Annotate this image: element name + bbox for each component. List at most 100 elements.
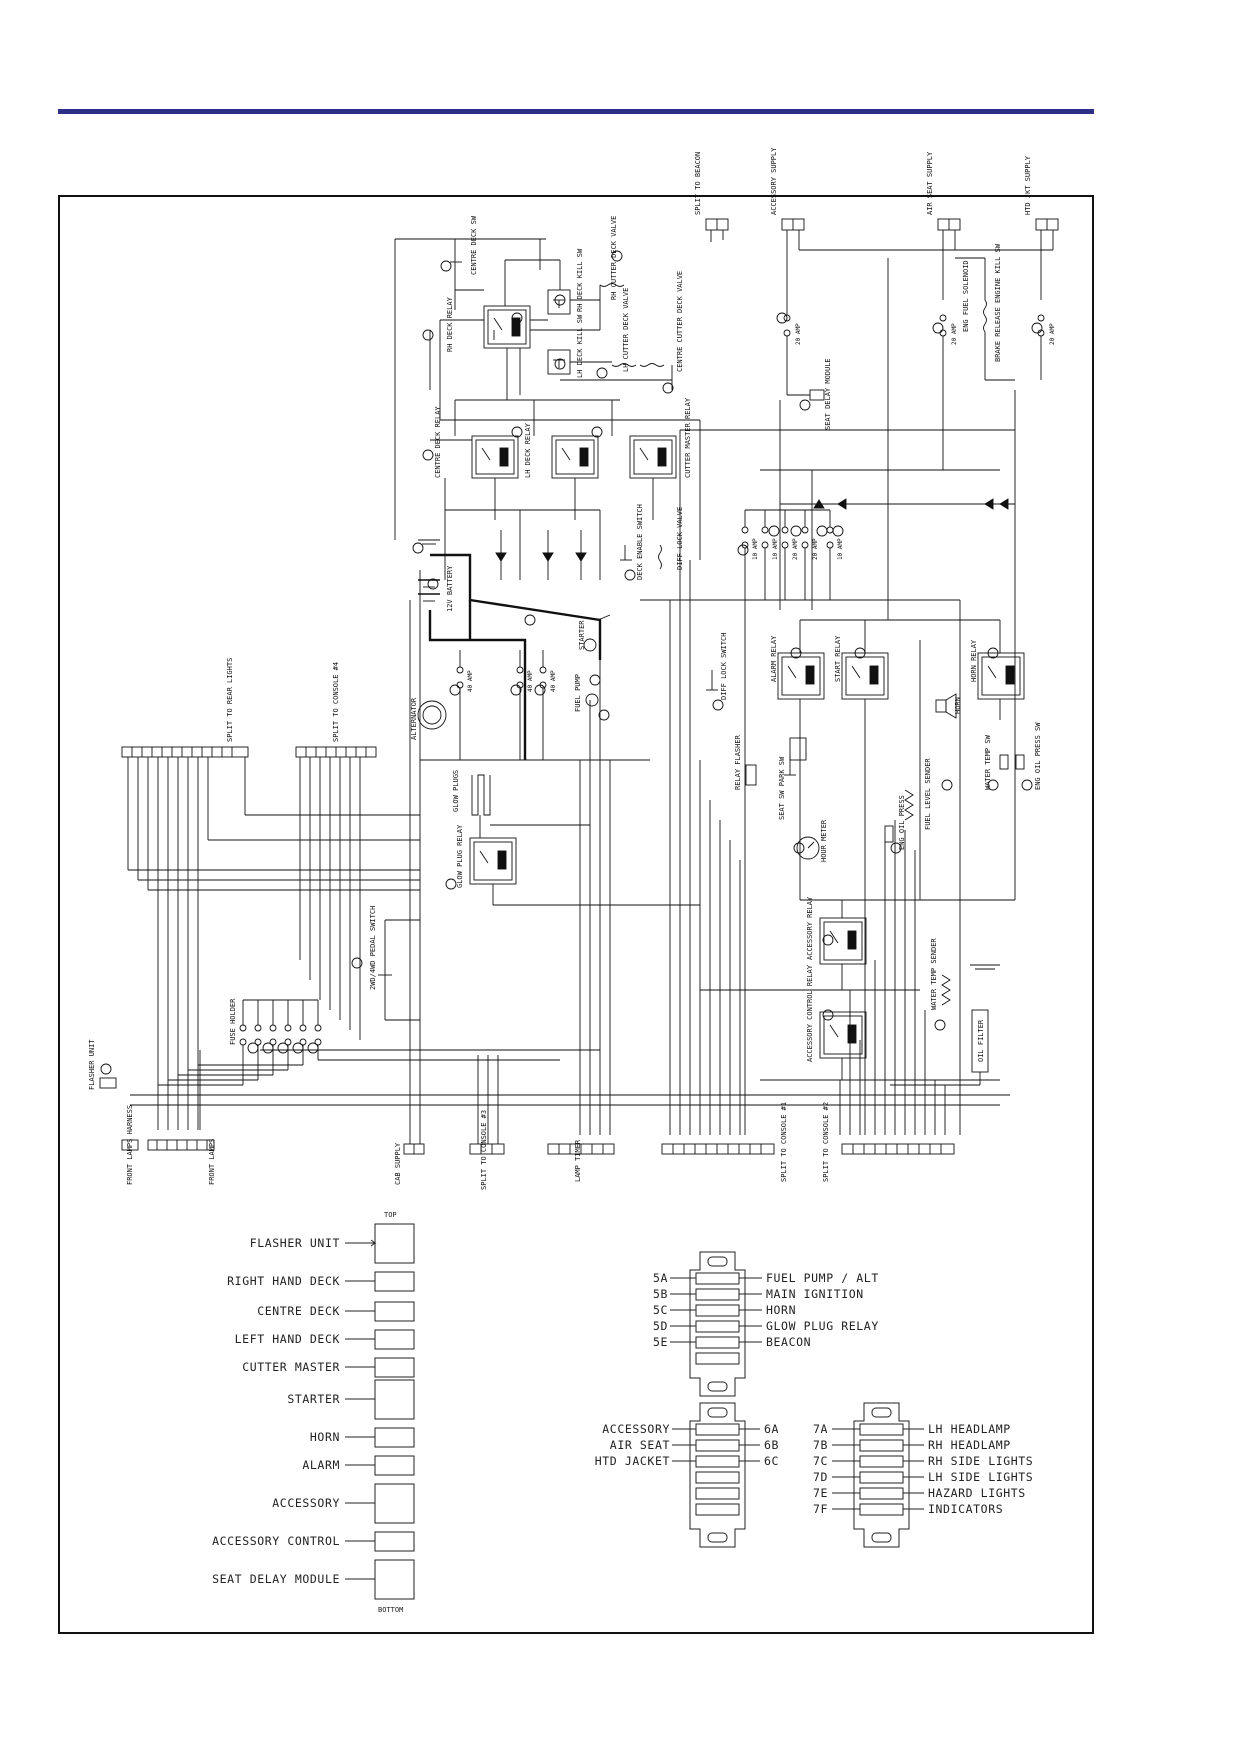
relay-flasher-symbol bbox=[745, 764, 757, 786]
fuse-box-6 bbox=[672, 1402, 760, 1548]
alarm-relay-box bbox=[777, 652, 825, 700]
fuse-6a-label: ACCESSORY bbox=[602, 1422, 670, 1436]
label-rh-deck-kill-sw: RH DECK KILL SW bbox=[576, 248, 584, 312]
diff-lock-switch bbox=[706, 670, 718, 691]
label-cutter-master-relay: CUTTER MASTER RELAY bbox=[684, 397, 692, 478]
label-fuel-pump: FUEL PUMP bbox=[574, 674, 582, 712]
start-relay-box bbox=[841, 652, 889, 700]
diagram-frame bbox=[58, 195, 1094, 1634]
label-centre-deck-sw: CENTRE DECK SW bbox=[470, 215, 478, 275]
label-front-lamps-harness: FRONT LAMPS HARNESS bbox=[126, 1105, 134, 1185]
header-rule bbox=[58, 109, 1094, 114]
fuse-5c-code: 5C bbox=[653, 1303, 668, 1317]
label-accessory-supply: ACCESSORY SUPPLY bbox=[770, 147, 778, 215]
label-eng-oil-press-sw: ENG OIL PRESS SW bbox=[1034, 722, 1042, 790]
fuse-5a-code: 5A bbox=[653, 1271, 668, 1285]
rh-deck-kill-sw bbox=[547, 289, 571, 315]
fuse-7b-label: RH HEADLAMP bbox=[928, 1438, 1011, 1452]
legend-alarm: ALARM bbox=[302, 1458, 340, 1472]
label-lh-deck-kill-sw: LH DECK KILL SW bbox=[576, 314, 584, 378]
fuse-5d-label: GLOW PLUG RELAY bbox=[766, 1319, 879, 1333]
fuse-7e-code: 7E bbox=[813, 1486, 828, 1500]
legend-starter: STARTER bbox=[287, 1392, 340, 1406]
fuse-box-5 bbox=[670, 1251, 762, 1397]
label-brake-release-engine-kill-sw: BRAKE RELEASE ENGINE KILL SW bbox=[994, 243, 1002, 362]
fuse-6a-code: 6A bbox=[764, 1422, 779, 1436]
lh-deck-kill-sw bbox=[547, 349, 571, 375]
horn-relay-box bbox=[977, 652, 1025, 700]
centre-valve-coil bbox=[639, 363, 665, 367]
label-alternator: ALTERNATOR bbox=[410, 697, 418, 740]
legend-right-hand-deck: RIGHT HAND DECK bbox=[227, 1274, 340, 1288]
fuse-6a bbox=[783, 300, 791, 395]
legend-cutter-master: CUTTER MASTER bbox=[242, 1360, 340, 1374]
starter-symbol bbox=[583, 614, 611, 652]
fuse-rating-5b: 10 AMP bbox=[772, 538, 779, 560]
fuse-7a-code: 7A bbox=[813, 1422, 828, 1436]
fuse-7f-label: INDICATORS bbox=[928, 1502, 1003, 1516]
legend-seat-delay-module: SEAT DELAY MODULE bbox=[212, 1572, 340, 1586]
label-horn: HORN bbox=[954, 697, 962, 714]
connector-accessory-supply bbox=[781, 218, 805, 250]
label-lh-cutter-deck-valve: LH CUTTER DECK VALVE bbox=[622, 288, 630, 372]
deck-enable-switch bbox=[620, 545, 632, 561]
connector-console-1 bbox=[661, 1143, 775, 1155]
legend-horn: HORN bbox=[310, 1430, 340, 1444]
label-oil-filter: OIL FILTER bbox=[977, 1019, 985, 1062]
fuse-7a-label: LH HEADLAMP bbox=[928, 1422, 1011, 1436]
lh-deck-relay-box bbox=[551, 435, 599, 479]
label-glow-plugs: GLOW PLUGS bbox=[452, 770, 460, 812]
connector-console-4 bbox=[295, 746, 377, 758]
label-air-seat-supply: AIR SEAT SUPPLY bbox=[926, 151, 934, 215]
connector-split-to-beacon bbox=[705, 218, 729, 242]
fuse-5c-label: HORN bbox=[766, 1303, 796, 1317]
fuse-5b-code: 5B bbox=[653, 1287, 668, 1301]
glow-plugs-symbol bbox=[471, 774, 491, 816]
fuse-7b-code: 7B bbox=[813, 1438, 828, 1452]
seat-sw-park-sw bbox=[784, 737, 807, 776]
legend-centre-deck: CENTRE DECK bbox=[257, 1304, 340, 1318]
eng-fuel-solenoid-symbol bbox=[983, 299, 987, 380]
connector-air-seat-supply bbox=[937, 218, 961, 250]
connector-cab-supply bbox=[403, 1143, 425, 1155]
cutter-master-relay-box bbox=[629, 435, 677, 479]
label-htd-jkt-supply: HTD JKT SUPPLY bbox=[1024, 155, 1032, 215]
legend-accessory: ACCESSORY bbox=[272, 1496, 340, 1510]
label-diff-lock-valve: DIFF LOCK VALVE bbox=[676, 507, 684, 570]
legend-bottom-label: BOTTOM bbox=[378, 1606, 403, 1614]
centre-deck-sw bbox=[450, 239, 462, 275]
label-split-to-beacon: SPLIT TO BEACON bbox=[694, 152, 702, 215]
legend-left-hand-deck: LEFT HAND DECK bbox=[235, 1332, 340, 1346]
label-seat-sw-park-sw: SEAT SW PARK SW bbox=[778, 756, 786, 820]
ref-markers bbox=[100, 250, 1043, 1075]
label-split-to-console-4: SPLIT TO CONSOLE #4 bbox=[332, 662, 340, 742]
fuse-5e-code: 5E bbox=[653, 1335, 668, 1349]
fuse-6c-label: HTD JACKET bbox=[595, 1454, 670, 1468]
oil-press-indicator bbox=[884, 825, 894, 843]
label-diff-lock-switch: DIFF LOCK SWITCH bbox=[720, 633, 728, 700]
label-start-relay: START RELAY bbox=[834, 635, 842, 682]
connector-front-lamps-harness bbox=[121, 1139, 139, 1151]
hour-meter-symbol bbox=[796, 836, 820, 860]
label-centre-deck-relay: CENTRE DECK RELAY bbox=[434, 406, 442, 478]
label-flasher-unit: FLASHER UNIT bbox=[88, 1039, 96, 1090]
label-eng-fuel-solenoid: ENG FUEL SOLENOID bbox=[962, 260, 970, 332]
fuse-rating-40a-2: 40 AMP bbox=[527, 670, 534, 692]
label-alarm-relay: ALARM RELAY bbox=[770, 635, 778, 682]
label-fuse-holder: FUSE HOLDER bbox=[229, 998, 237, 1045]
fuse-rating-5a: 10 AMP bbox=[752, 538, 759, 560]
fuse-5e-label: BEACON bbox=[766, 1335, 811, 1349]
fuse-5d-code: 5D bbox=[653, 1319, 668, 1333]
alternator-symbol bbox=[417, 700, 447, 730]
fuse-holder-7 bbox=[239, 1024, 322, 1046]
label-rh-deck-relay: RH DECK RELAY bbox=[446, 296, 454, 352]
label-split-to-console-2: SPLIT TO CONSOLE #2 bbox=[822, 1102, 830, 1182]
fuse-6b-label: AIR SEAT bbox=[610, 1438, 670, 1452]
fuse-rating-40a-3: 40 AMP bbox=[550, 670, 557, 692]
fuse-7c-code: 7C bbox=[813, 1454, 828, 1468]
label-horn-relay: HORN RELAY bbox=[970, 639, 978, 682]
label-rh-cutter-deck-valve: RH CUTTER DECK VALVE bbox=[610, 216, 618, 300]
centre-deck-relay-box bbox=[471, 435, 519, 479]
fuse-rating-5d: 20 AMP bbox=[812, 538, 819, 560]
connector-lamp-timer bbox=[547, 1143, 615, 1155]
